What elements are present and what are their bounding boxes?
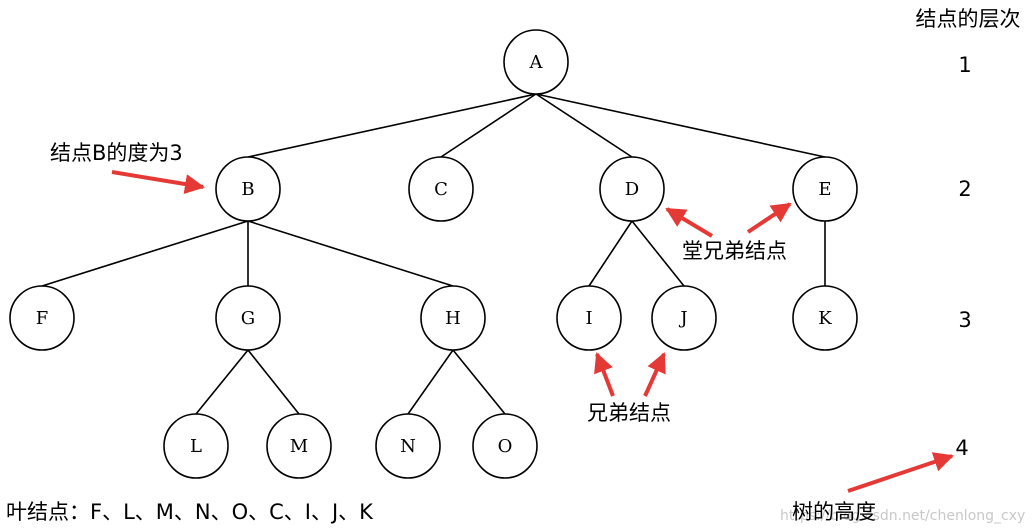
- edge-a-b: [247, 93, 537, 158]
- edge-b-f: [41, 220, 249, 287]
- node-circle: [215, 285, 281, 351]
- node-circle: [420, 285, 486, 351]
- tree-node-d: D: [599, 156, 665, 222]
- tree-node-c: C: [408, 156, 474, 222]
- tree-node-i: I: [556, 285, 622, 351]
- level-number-2: 2: [958, 177, 971, 201]
- sibling-arrow-j: [643, 352, 666, 397]
- node-label: J: [678, 308, 687, 329]
- node-circle: [792, 285, 858, 351]
- node-label: I: [585, 308, 592, 329]
- edge-d-i: [588, 220, 633, 287]
- node-label: A: [529, 52, 544, 73]
- nodes-layer: A B C D E F G H I J K L M N O: [9, 29, 858, 479]
- cousin-arrow-e: [746, 202, 792, 234]
- node-circle: [503, 29, 569, 95]
- edge-g-l: [195, 349, 249, 415]
- tree-node-g: G: [215, 285, 281, 351]
- node-circle: [163, 413, 229, 479]
- node-label: C: [434, 179, 448, 200]
- node-label: H: [445, 308, 461, 329]
- node-label: K: [818, 308, 832, 329]
- sibling-arrow-i: [594, 352, 615, 397]
- tree-node-j: J: [651, 285, 717, 351]
- node-label: G: [241, 308, 255, 329]
- level-number-3: 3: [958, 308, 971, 332]
- cousin-arrow-d: [665, 207, 714, 238]
- node-circle: [792, 156, 858, 222]
- leaves-annotation: 叶结点：F、L、M、N、O、C、I、J、K: [6, 500, 374, 524]
- edge-b-h: [247, 220, 454, 287]
- level-header: 结点的层次: [916, 7, 1021, 31]
- tree-height-annotation: 树的高度: [792, 500, 876, 524]
- tree-node-o: O: [472, 413, 538, 479]
- node-circle: [599, 156, 665, 222]
- edge-h-o: [452, 349, 506, 415]
- watermark: https://blog.csdn.net/chenlong_cxy: [780, 508, 1025, 524]
- node-label: D: [625, 179, 639, 200]
- siblings-annotation: 兄弟结点: [587, 401, 671, 425]
- edge-g-m: [247, 349, 300, 415]
- node-label: B: [241, 179, 254, 200]
- tree-node-l: L: [163, 413, 229, 479]
- cousins-annotation: 堂兄弟结点: [682, 239, 787, 263]
- level-number-1: 1: [958, 53, 971, 77]
- node-circle: [408, 156, 474, 222]
- height-arrow: [847, 452, 954, 493]
- node-circle: [266, 413, 332, 479]
- tree-node-b: B: [215, 156, 281, 222]
- edges-layer: [41, 93, 826, 415]
- node-label: N: [400, 436, 416, 457]
- edge-a-d: [535, 93, 633, 158]
- node-circle: [472, 413, 538, 479]
- tree-node-e: E: [792, 156, 858, 222]
- node-label: M: [290, 436, 308, 457]
- tree-node-m: M: [266, 413, 332, 479]
- tree-node-n: N: [375, 413, 441, 479]
- degree-annotation: 结点B的度为3: [50, 141, 183, 165]
- tree-node-f: F: [9, 285, 75, 351]
- edge-a-c: [440, 93, 537, 158]
- node-circle: [215, 156, 281, 222]
- node-label: F: [36, 308, 49, 329]
- node-circle: [651, 285, 717, 351]
- edge-a-e: [535, 93, 826, 158]
- node-circle: [9, 285, 75, 351]
- edge-d-j: [631, 220, 685, 287]
- degree-arrow: [111, 170, 205, 194]
- tree-node-a: A: [503, 29, 569, 95]
- node-label: E: [818, 179, 831, 200]
- level-number-4: 4: [955, 436, 968, 460]
- node-circle: [556, 285, 622, 351]
- node-circle: [375, 413, 441, 479]
- tree-node-h: H: [420, 285, 486, 351]
- node-label: L: [190, 436, 202, 457]
- node-label: O: [498, 436, 513, 457]
- edge-h-n: [407, 349, 454, 415]
- tree-node-k: K: [792, 285, 858, 351]
